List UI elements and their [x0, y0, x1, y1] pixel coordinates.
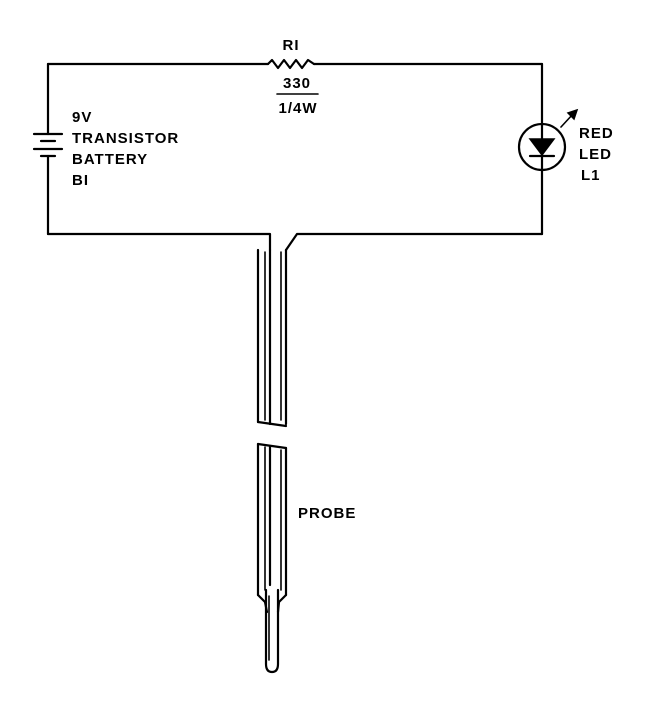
led-light-arrow-head: [566, 108, 579, 121]
probe-label: PROBE: [298, 505, 356, 522]
led-kind-label: LED: [579, 146, 612, 163]
led-diode-triangle: [528, 138, 556, 157]
battery-type-label-1: TRANSISTOR: [72, 130, 179, 147]
resistor-r1-symbol: [266, 58, 316, 70]
probe-tip: [264, 588, 280, 674]
bottom-wire-left: [46, 232, 272, 252]
resistor-ref-label: RI: [283, 37, 300, 54]
led-color-label: RED: [579, 125, 614, 142]
resistor-rating-label: 1/4W: [278, 100, 317, 117]
battery-voltage-label: 9V: [72, 109, 92, 126]
battery-ref-label: BI: [72, 172, 89, 189]
resistor-value-label: 330: [283, 75, 311, 92]
battery-type-label-2: BATTERY: [72, 151, 148, 168]
probe-upper-segment: [256, 248, 288, 428]
probe-lower-segment: [256, 442, 288, 614]
bottom-wire-right: [284, 232, 544, 252]
led-ref-label: L1: [581, 167, 601, 184]
